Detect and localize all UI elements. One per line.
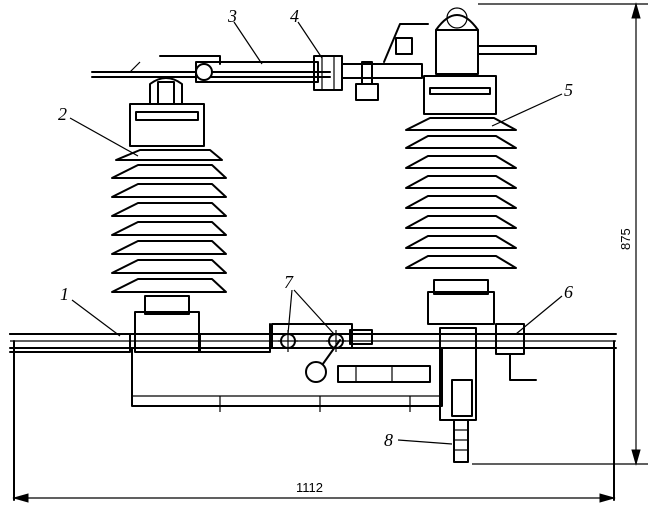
height-dimension-value: 875	[618, 228, 633, 250]
contact-blade	[91, 23, 429, 101]
callout-label-5: 5	[564, 80, 573, 100]
width-dimension	[12, 493, 616, 503]
right-terminal	[495, 323, 537, 381]
operating-linkage	[199, 323, 431, 383]
right-insulator	[405, 7, 537, 325]
callout-label-6: 6	[564, 282, 573, 302]
callout-label-1: 1	[60, 284, 69, 304]
callout-label-7: 7	[284, 272, 294, 292]
height-dimension	[472, 2, 648, 466]
callout-label-8: 8	[384, 430, 393, 450]
ground-terminal	[439, 327, 477, 463]
left-terminal	[9, 333, 131, 353]
callout-label-4: 4	[290, 6, 299, 26]
base-frame	[9, 333, 617, 501]
width-dimension-value: 1112	[296, 480, 323, 495]
left-insulator	[111, 77, 227, 353]
leader-lines	[69, 21, 563, 445]
callout-label-2: 2	[58, 104, 67, 124]
callout-label-3: 3	[227, 6, 237, 26]
